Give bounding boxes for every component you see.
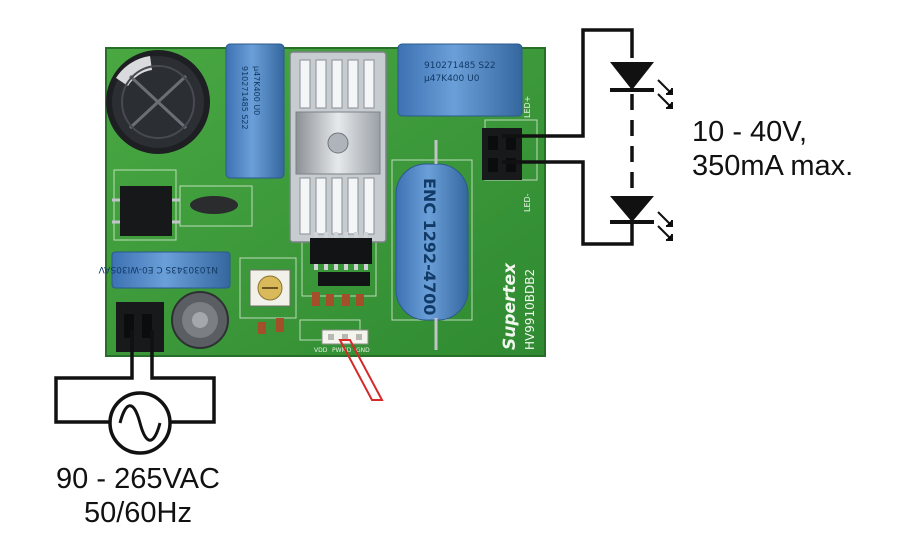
ac-voltage-range: 90 - 265VAC	[56, 463, 220, 495]
header-pin-gnd: GND	[356, 347, 370, 354]
header-pin-pwmd: PWMD	[332, 347, 352, 354]
inductor-l1: ENC 1292-4700	[395, 140, 469, 350]
led-minus-label: LED-	[523, 193, 532, 212]
header-j3: VDD PWMD GND	[314, 329, 370, 354]
diode-component	[190, 196, 238, 214]
small-inductor	[171, 291, 229, 349]
film-capacitor-top: 910271485 S22 µ47K400 U0	[397, 43, 523, 117]
bridge-rectifier	[112, 186, 180, 236]
svg-text:910271485 S22: 910271485 S22	[240, 66, 249, 130]
ac-spec-label: 90 - 265VAC 50/60Hz	[38, 462, 238, 530]
header-pin-vdd: VDD	[314, 347, 328, 354]
ac-wiring	[54, 330, 216, 424]
board-brand: Supertex	[500, 262, 520, 350]
heatsink	[289, 51, 387, 243]
led-voltage-range: 10 - 40V,	[692, 116, 808, 148]
board-model: HV9910BDB2	[523, 269, 537, 350]
led-current-max: 350mA max.	[692, 150, 854, 182]
smd-components	[258, 292, 364, 334]
film-capacitor-c4: N1030343S C E0-WI30SAV	[98, 251, 231, 289]
pcb-board-icon: 910271485 S22 µ47K400 U0 910271485 S22 µ…	[98, 43, 546, 357]
ac-frequency: 50/60Hz	[83, 497, 192, 529]
probe-marker	[338, 339, 384, 401]
svg-text:910271485 S22: 910271485 S22	[424, 61, 496, 71]
led-string	[502, 28, 634, 246]
svg-text:N1030343S C E0-WI30SAV: N1030343S C E0-WI30SAV	[98, 264, 218, 274]
electrolytic-capacitor	[106, 50, 210, 154]
film-capacitor-c3: 910271485 S22 µ47K400 U0	[225, 43, 285, 179]
ac-source-icon	[108, 391, 172, 455]
led-spec-label: 10 - 40V, 350mA max.	[692, 115, 853, 183]
led-diode-icon	[610, 62, 673, 109]
led-diode-icon	[610, 196, 673, 241]
trimmer-potentiometer	[249, 269, 291, 307]
svg-text:ENC 1292-4700: ENC 1292-4700	[420, 178, 439, 315]
led-plus-label: LED+	[523, 96, 532, 118]
svg-text:µ47K400 U0: µ47K400 U0	[252, 66, 261, 115]
svg-text:µ47K400 U0: µ47K400 U0	[424, 74, 480, 84]
ac-connector-j1	[116, 302, 164, 352]
ic-chip	[310, 232, 372, 286]
